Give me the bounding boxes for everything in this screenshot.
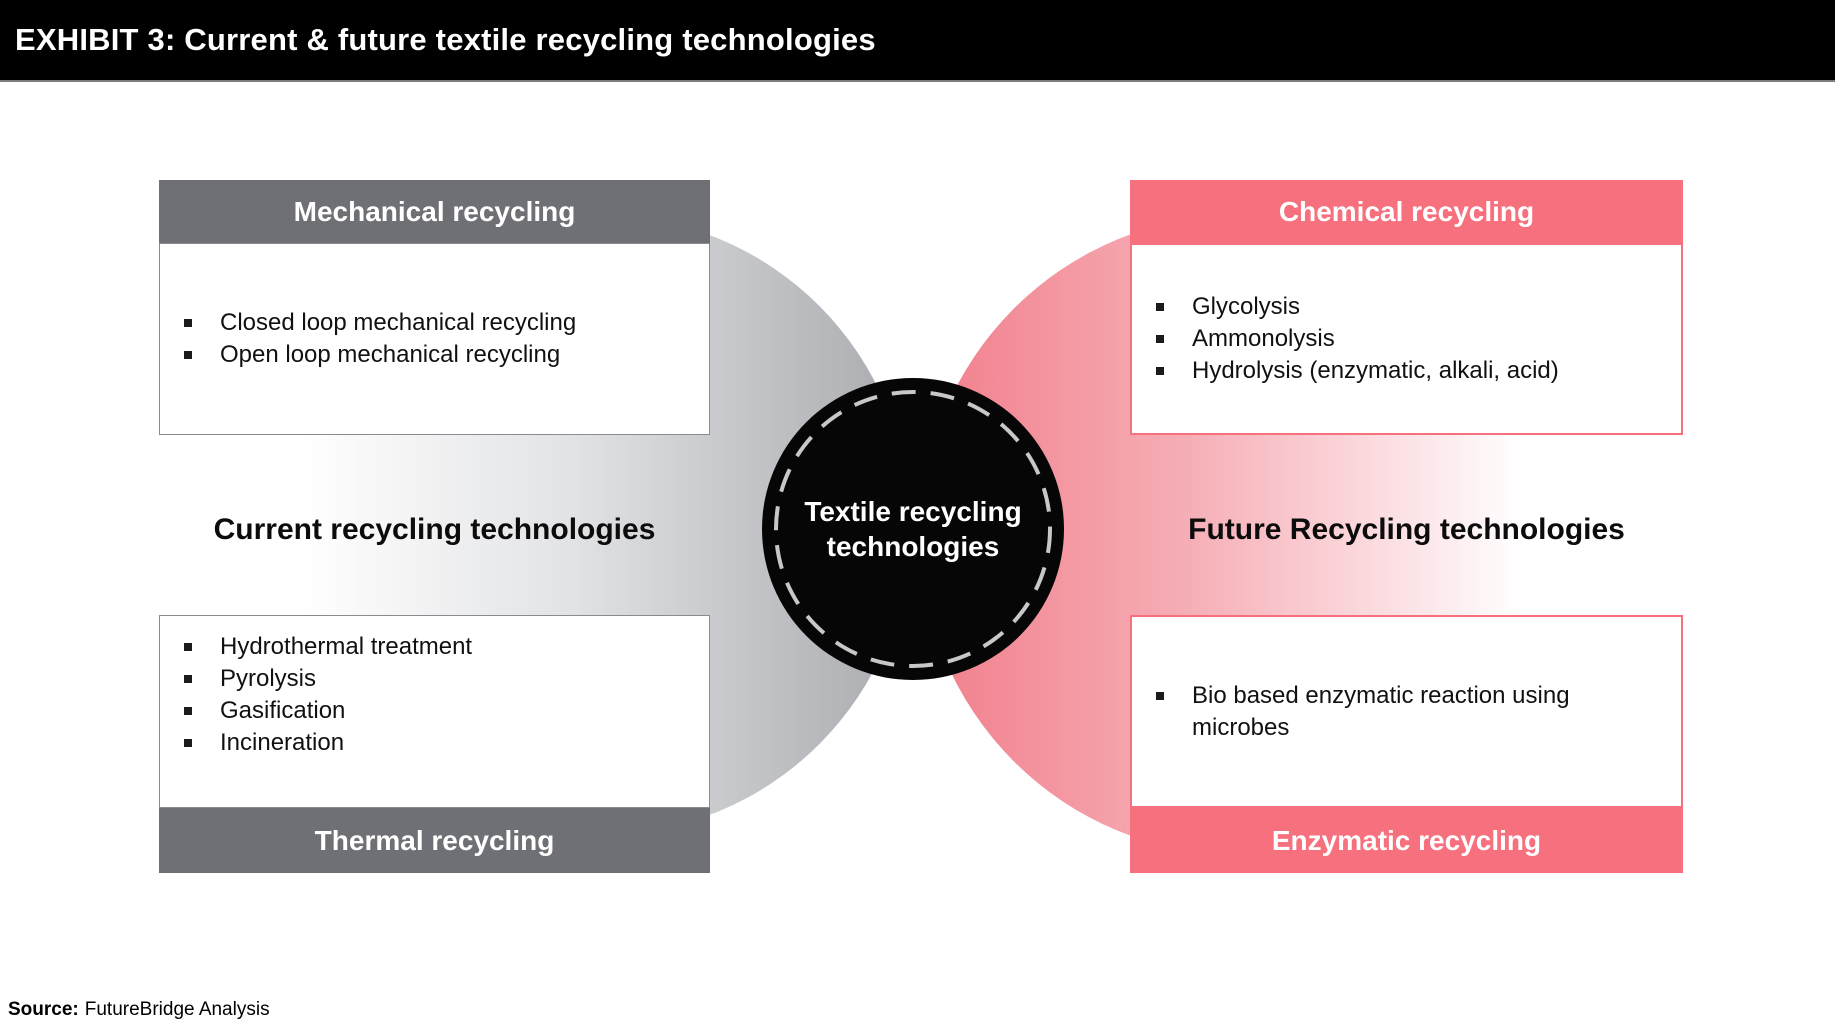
- chemical-recycling-box: Chemical recycling Glycolysis Ammonolysi…: [1130, 180, 1683, 435]
- bullet-square-icon: [184, 319, 192, 327]
- page-title: EXHIBIT 3: Current & future textile recy…: [15, 22, 876, 57]
- list-item-label: Closed loop mechanical recycling: [220, 309, 577, 336]
- list-item-label: Bio based enzymatic reaction using micro…: [1192, 681, 1570, 741]
- title-bar: EXHIBIT 3: Current & future textile recy…: [0, 0, 1835, 82]
- current-technologies-label: Current recycling technologies: [213, 513, 656, 546]
- thermal-recycling-list: Hydrothermal treatment Pyrolysis Gasific…: [160, 631, 709, 759]
- enzymatic-recycling-box: Bio based enzymatic reaction using micro…: [1130, 615, 1683, 873]
- mechanical-recycling-box: Mechanical recycling Closed loop mechani…: [159, 180, 710, 435]
- bullet-square-icon: [184, 674, 192, 683]
- thermal-recycling-body: Hydrothermal treatment Pyrolysis Gasific…: [159, 615, 710, 808]
- list-item: Bio based enzymatic reaction using micro…: [1132, 680, 1681, 744]
- list-item: Glycolysis: [1132, 291, 1681, 323]
- source-line: Source:FutureBridge Analysis: [8, 999, 270, 1021]
- list-item-label: Hydrothermal treatment: [220, 632, 473, 660]
- bullet-square-icon: [1156, 691, 1164, 700]
- chemical-recycling-list: Glycolysis Ammonolysis Hydrolysis (enzym…: [1132, 291, 1681, 387]
- center-circle-label-line2: technologies: [826, 531, 1000, 562]
- bullet-square-icon: [184, 642, 192, 651]
- list-item-label: Pyrolysis: [220, 664, 317, 692]
- thermal-recycling-box: Hydrothermal treatment Pyrolysis Gasific…: [159, 615, 710, 873]
- bullet-square-icon: [184, 738, 192, 747]
- dashed-ring-icon: [774, 390, 1052, 668]
- center-circle-label-line1: Textile recycling: [804, 496, 1022, 527]
- list-item: Gasification: [160, 695, 709, 727]
- list-item-label: Incineration: [220, 728, 345, 756]
- source-text: FutureBridge Analysis: [84, 999, 270, 1020]
- list-item: Open loop mechanical recycling: [160, 339, 709, 371]
- enzymatic-recycling-body: Bio based enzymatic reaction using micro…: [1130, 615, 1683, 808]
- list-item-label: Open loop mechanical recycling: [220, 341, 561, 368]
- list-item: Closed loop mechanical recycling: [160, 307, 709, 339]
- list-item: Hydrolysis (enzymatic, alkali, acid): [1132, 355, 1681, 387]
- list-item: Ammonolysis: [1132, 323, 1681, 355]
- list-item-label: Hydrolysis (enzymatic, alkali, acid): [1192, 357, 1559, 384]
- mechanical-recycling-list: Closed loop mechanical recycling Open lo…: [160, 307, 709, 371]
- mechanical-recycling-header: Mechanical recycling: [159, 180, 710, 243]
- mechanical-recycling-body: Closed loop mechanical recycling Open lo…: [159, 243, 710, 435]
- bullet-square-icon: [1156, 303, 1164, 311]
- bullet-square-icon: [184, 706, 192, 715]
- bullet-square-icon: [1156, 367, 1164, 375]
- thermal-recycling-footer: Thermal recycling: [159, 808, 710, 873]
- center-circle: Textile recycling technologies: [762, 378, 1064, 680]
- list-item-label: Gasification: [220, 696, 346, 724]
- source-prefix: Source:: [8, 999, 79, 1020]
- enzymatic-recycling-list: Bio based enzymatic reaction using micro…: [1132, 680, 1681, 744]
- enzymatic-recycling-footer: Enzymatic recycling: [1130, 808, 1683, 873]
- list-item: Incineration: [160, 727, 709, 759]
- list-item: Hydrothermal treatment: [160, 631, 709, 663]
- list-item: Pyrolysis: [160, 663, 709, 695]
- bullet-square-icon: [1156, 335, 1164, 343]
- list-item-label: Ammonolysis: [1192, 325, 1335, 352]
- bullet-square-icon: [184, 351, 192, 359]
- future-technologies-label: Future Recycling technologies: [1188, 513, 1625, 546]
- list-item-label: Glycolysis: [1192, 293, 1301, 320]
- chemical-recycling-body: Glycolysis Ammonolysis Hydrolysis (enzym…: [1130, 243, 1683, 435]
- chemical-recycling-header: Chemical recycling: [1130, 180, 1683, 243]
